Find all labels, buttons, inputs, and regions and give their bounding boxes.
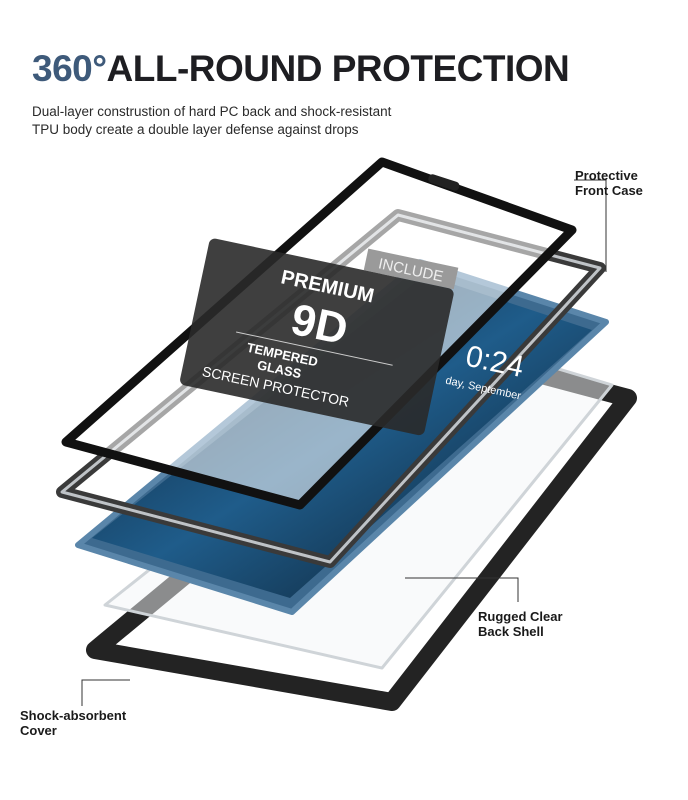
back-shell-leader [405,577,519,602]
callout-text: Protective [575,168,638,183]
cover-leader [81,679,130,706]
callout-text: Front Case [575,183,643,198]
title-accent: 360° [32,48,107,89]
callout-cover: Shock-absorbent Cover [20,708,126,738]
page-title: 360°ALL-ROUND PROTECTION [32,48,570,90]
badge-panel [180,238,454,436]
grade-text: 9D [287,295,352,355]
subtitle-line: Dual-layer construstion of hard PC back … [32,104,392,119]
subtitle-line: TPU body create a double layer defense a… [32,122,359,137]
callout-text: Back Shell [478,624,544,639]
title-main: ALL-ROUND PROTECTION [106,48,570,89]
callout-back-shell: Rugged Clear Back Shell [478,609,563,639]
callout-text: Shock-absorbent [20,708,127,723]
subtitle: Dual-layer construstion of hard PC back … [32,103,391,139]
callout-text: Cover [20,723,57,738]
include-tag [363,248,459,290]
callout-text: Rugged Clear [478,609,563,624]
callout-front-case: Protective Front Case [575,168,643,198]
front-case-leader [574,179,607,272]
